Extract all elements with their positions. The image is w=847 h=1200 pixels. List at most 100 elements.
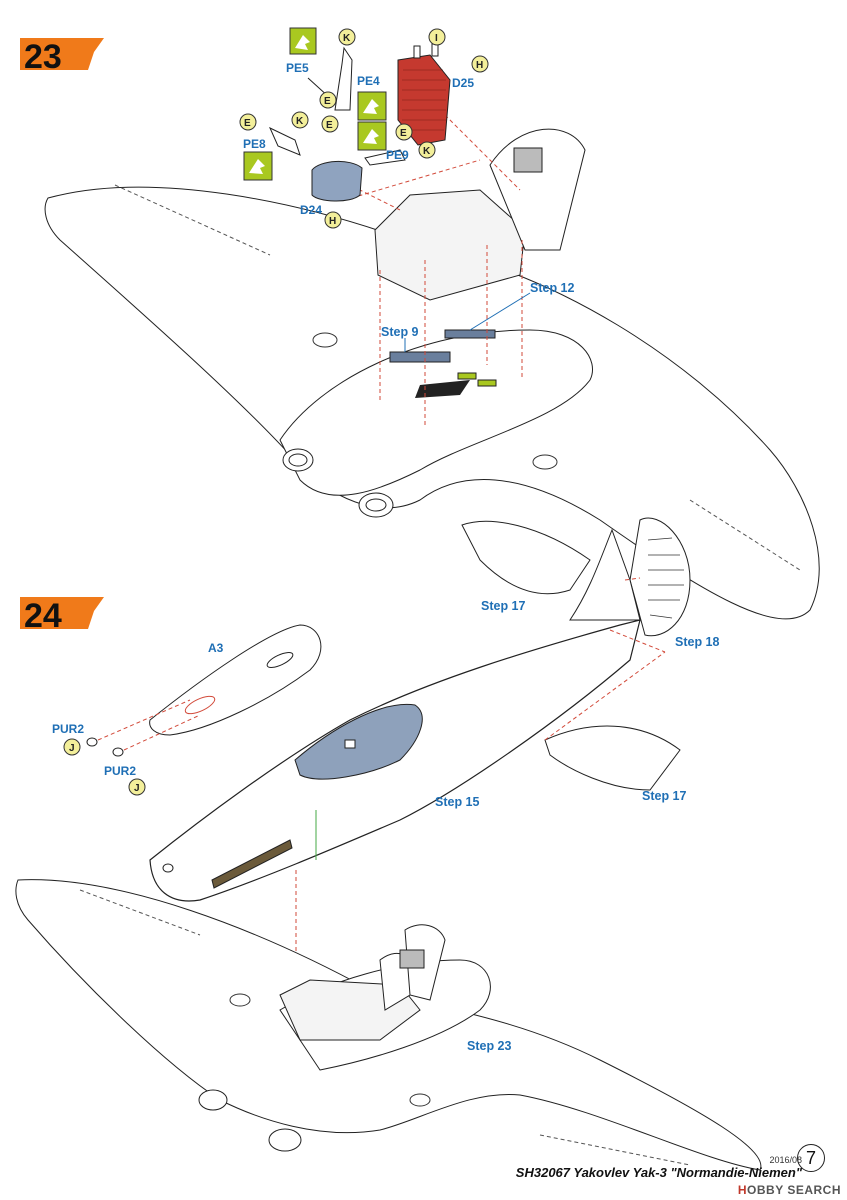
footer-title: SH32067 Yakovlev Yak-3 "Normandie-Niemen… bbox=[515, 1165, 802, 1180]
part-label-a3: A3 bbox=[208, 641, 224, 655]
seat-d24 bbox=[311, 161, 363, 202]
rudder-ribs bbox=[647, 537, 684, 619]
step-ref-12: Step 12 bbox=[530, 281, 575, 295]
letter-tag-k2: K bbox=[291, 111, 309, 129]
armor-mount-right bbox=[431, 43, 439, 57]
guide-lines-23 bbox=[339, 109, 523, 425]
svg-text:E: E bbox=[324, 96, 331, 107]
letter-tag-h1: H bbox=[471, 55, 489, 73]
letter-tag-k1: K bbox=[338, 28, 356, 46]
armor-frame-24 bbox=[404, 924, 446, 1001]
instrument-box-23 bbox=[513, 147, 543, 173]
page-number: 7 bbox=[797, 1144, 825, 1172]
svg-text:E: E bbox=[326, 120, 333, 131]
part-label-pe9: PE9 bbox=[386, 148, 409, 162]
watermark: HOBBY SEARCH bbox=[738, 1183, 841, 1197]
armor-plate-texture bbox=[402, 69, 446, 131]
page-footer: 2016/08 SH32067 Yakovlev Yak-3 "Normandi… bbox=[516, 1155, 802, 1180]
pe-bend-icon-pe4 bbox=[363, 99, 379, 114]
intake-right-23 bbox=[358, 492, 394, 518]
wing-hatch-b bbox=[532, 454, 558, 470]
letter-tag-e4: E bbox=[395, 123, 413, 141]
svg-text:K: K bbox=[343, 33, 351, 44]
exhaust-stacks bbox=[211, 839, 293, 889]
step-ref-lines-23 bbox=[404, 292, 531, 352]
svg-text:K: K bbox=[423, 146, 431, 157]
svg-text:J: J bbox=[69, 743, 75, 754]
vertical-fin bbox=[569, 528, 641, 621]
rudder bbox=[629, 517, 691, 637]
engine-cover-a3 bbox=[149, 624, 322, 736]
letter-tag-k3: K bbox=[418, 141, 436, 159]
intake-left-inner-23 bbox=[288, 453, 308, 467]
svg-text:I: I bbox=[435, 33, 438, 44]
cover-opening-a bbox=[184, 695, 216, 715]
wing-hatch-c bbox=[229, 993, 251, 1007]
svg-text:J: J bbox=[134, 783, 140, 794]
letter-tag-e1: E bbox=[319, 91, 337, 109]
letter-tag-e3: E bbox=[321, 115, 339, 133]
letter-tag-e2: E bbox=[239, 113, 257, 131]
watermark-h: H bbox=[737, 1183, 748, 1197]
floor-shadow bbox=[415, 380, 470, 398]
pe-bend-icon-pe8 bbox=[249, 159, 265, 174]
wing-panel-line-a bbox=[114, 184, 271, 256]
part-label-pur2-a: PUR2 bbox=[52, 722, 84, 736]
svg-text:H: H bbox=[329, 216, 336, 227]
part-label-pe5: PE5 bbox=[286, 61, 309, 75]
cockpit-tub-23 bbox=[374, 189, 526, 301]
pur2-part-a bbox=[86, 737, 98, 747]
step-number-24: 24 bbox=[24, 597, 62, 635]
pe-floor-b bbox=[477, 379, 497, 387]
part-label-d25: D25 bbox=[452, 76, 474, 90]
intake-left-23 bbox=[282, 448, 314, 472]
intake-right-inner-23 bbox=[365, 498, 387, 512]
wing-hatch-d bbox=[409, 1093, 431, 1107]
wing-panel-line-c bbox=[79, 889, 201, 936]
pe-seat-belt-pe9 bbox=[364, 149, 406, 166]
step-ref-9: Step 9 bbox=[381, 325, 419, 339]
step-23: 23 bbox=[20, 27, 820, 620]
cockpit-opening bbox=[294, 703, 423, 780]
step-ref-18: Step 18 bbox=[675, 635, 720, 649]
pur2-part-b bbox=[112, 747, 124, 757]
step-ref-17-lower: Step 17 bbox=[642, 789, 687, 803]
part-label-pe4: PE4 bbox=[357, 74, 380, 88]
step-badge-23 bbox=[20, 38, 104, 70]
step-24: 24 bbox=[15, 517, 762, 1171]
letter-tag-h2: H bbox=[324, 211, 342, 229]
pe-seat-belt-pe8 bbox=[268, 126, 301, 156]
wing-panel-line-b bbox=[689, 499, 801, 571]
floor-part-step9 bbox=[389, 351, 451, 363]
step-number-23: 23 bbox=[24, 38, 62, 76]
cockpit-detail bbox=[344, 739, 356, 749]
svg-text:E: E bbox=[400, 128, 407, 139]
svg-text:H: H bbox=[476, 60, 483, 71]
nose-hole bbox=[162, 863, 174, 873]
letter-tag-i: I bbox=[428, 28, 446, 46]
svg-text:E: E bbox=[244, 118, 251, 129]
step-ref-15: Step 15 bbox=[435, 795, 480, 809]
part-label-pur2-b: PUR2 bbox=[104, 764, 136, 778]
instrument-box-24 bbox=[399, 949, 425, 969]
watermark-text: OBBY SEARCH bbox=[747, 1183, 841, 1197]
pe-sheet-icon-pe4 bbox=[357, 91, 387, 121]
stabilizer-lower bbox=[544, 725, 681, 791]
letter-tag-j2: J bbox=[128, 778, 146, 796]
intake-right-24 bbox=[268, 1128, 302, 1152]
step-ref-23: Step 23 bbox=[467, 1039, 512, 1053]
letter-tags-23: K I H E K E E K H E bbox=[239, 28, 489, 229]
wing-panel-line-d bbox=[539, 1134, 691, 1166]
part-label-d24: D24 bbox=[300, 203, 322, 217]
footer-date: 2016/08 bbox=[769, 1155, 802, 1165]
svg-text:K: K bbox=[296, 116, 304, 127]
letter-tag-j1: J bbox=[63, 738, 81, 756]
stabilizer-upper bbox=[461, 520, 591, 595]
pe-bend-icon-pe9 bbox=[363, 129, 379, 144]
armor-mount-left bbox=[413, 45, 421, 59]
part-label-pe8: PE8 bbox=[243, 137, 266, 151]
pe-floor-a bbox=[457, 372, 477, 380]
intake-left-24 bbox=[198, 1089, 228, 1111]
